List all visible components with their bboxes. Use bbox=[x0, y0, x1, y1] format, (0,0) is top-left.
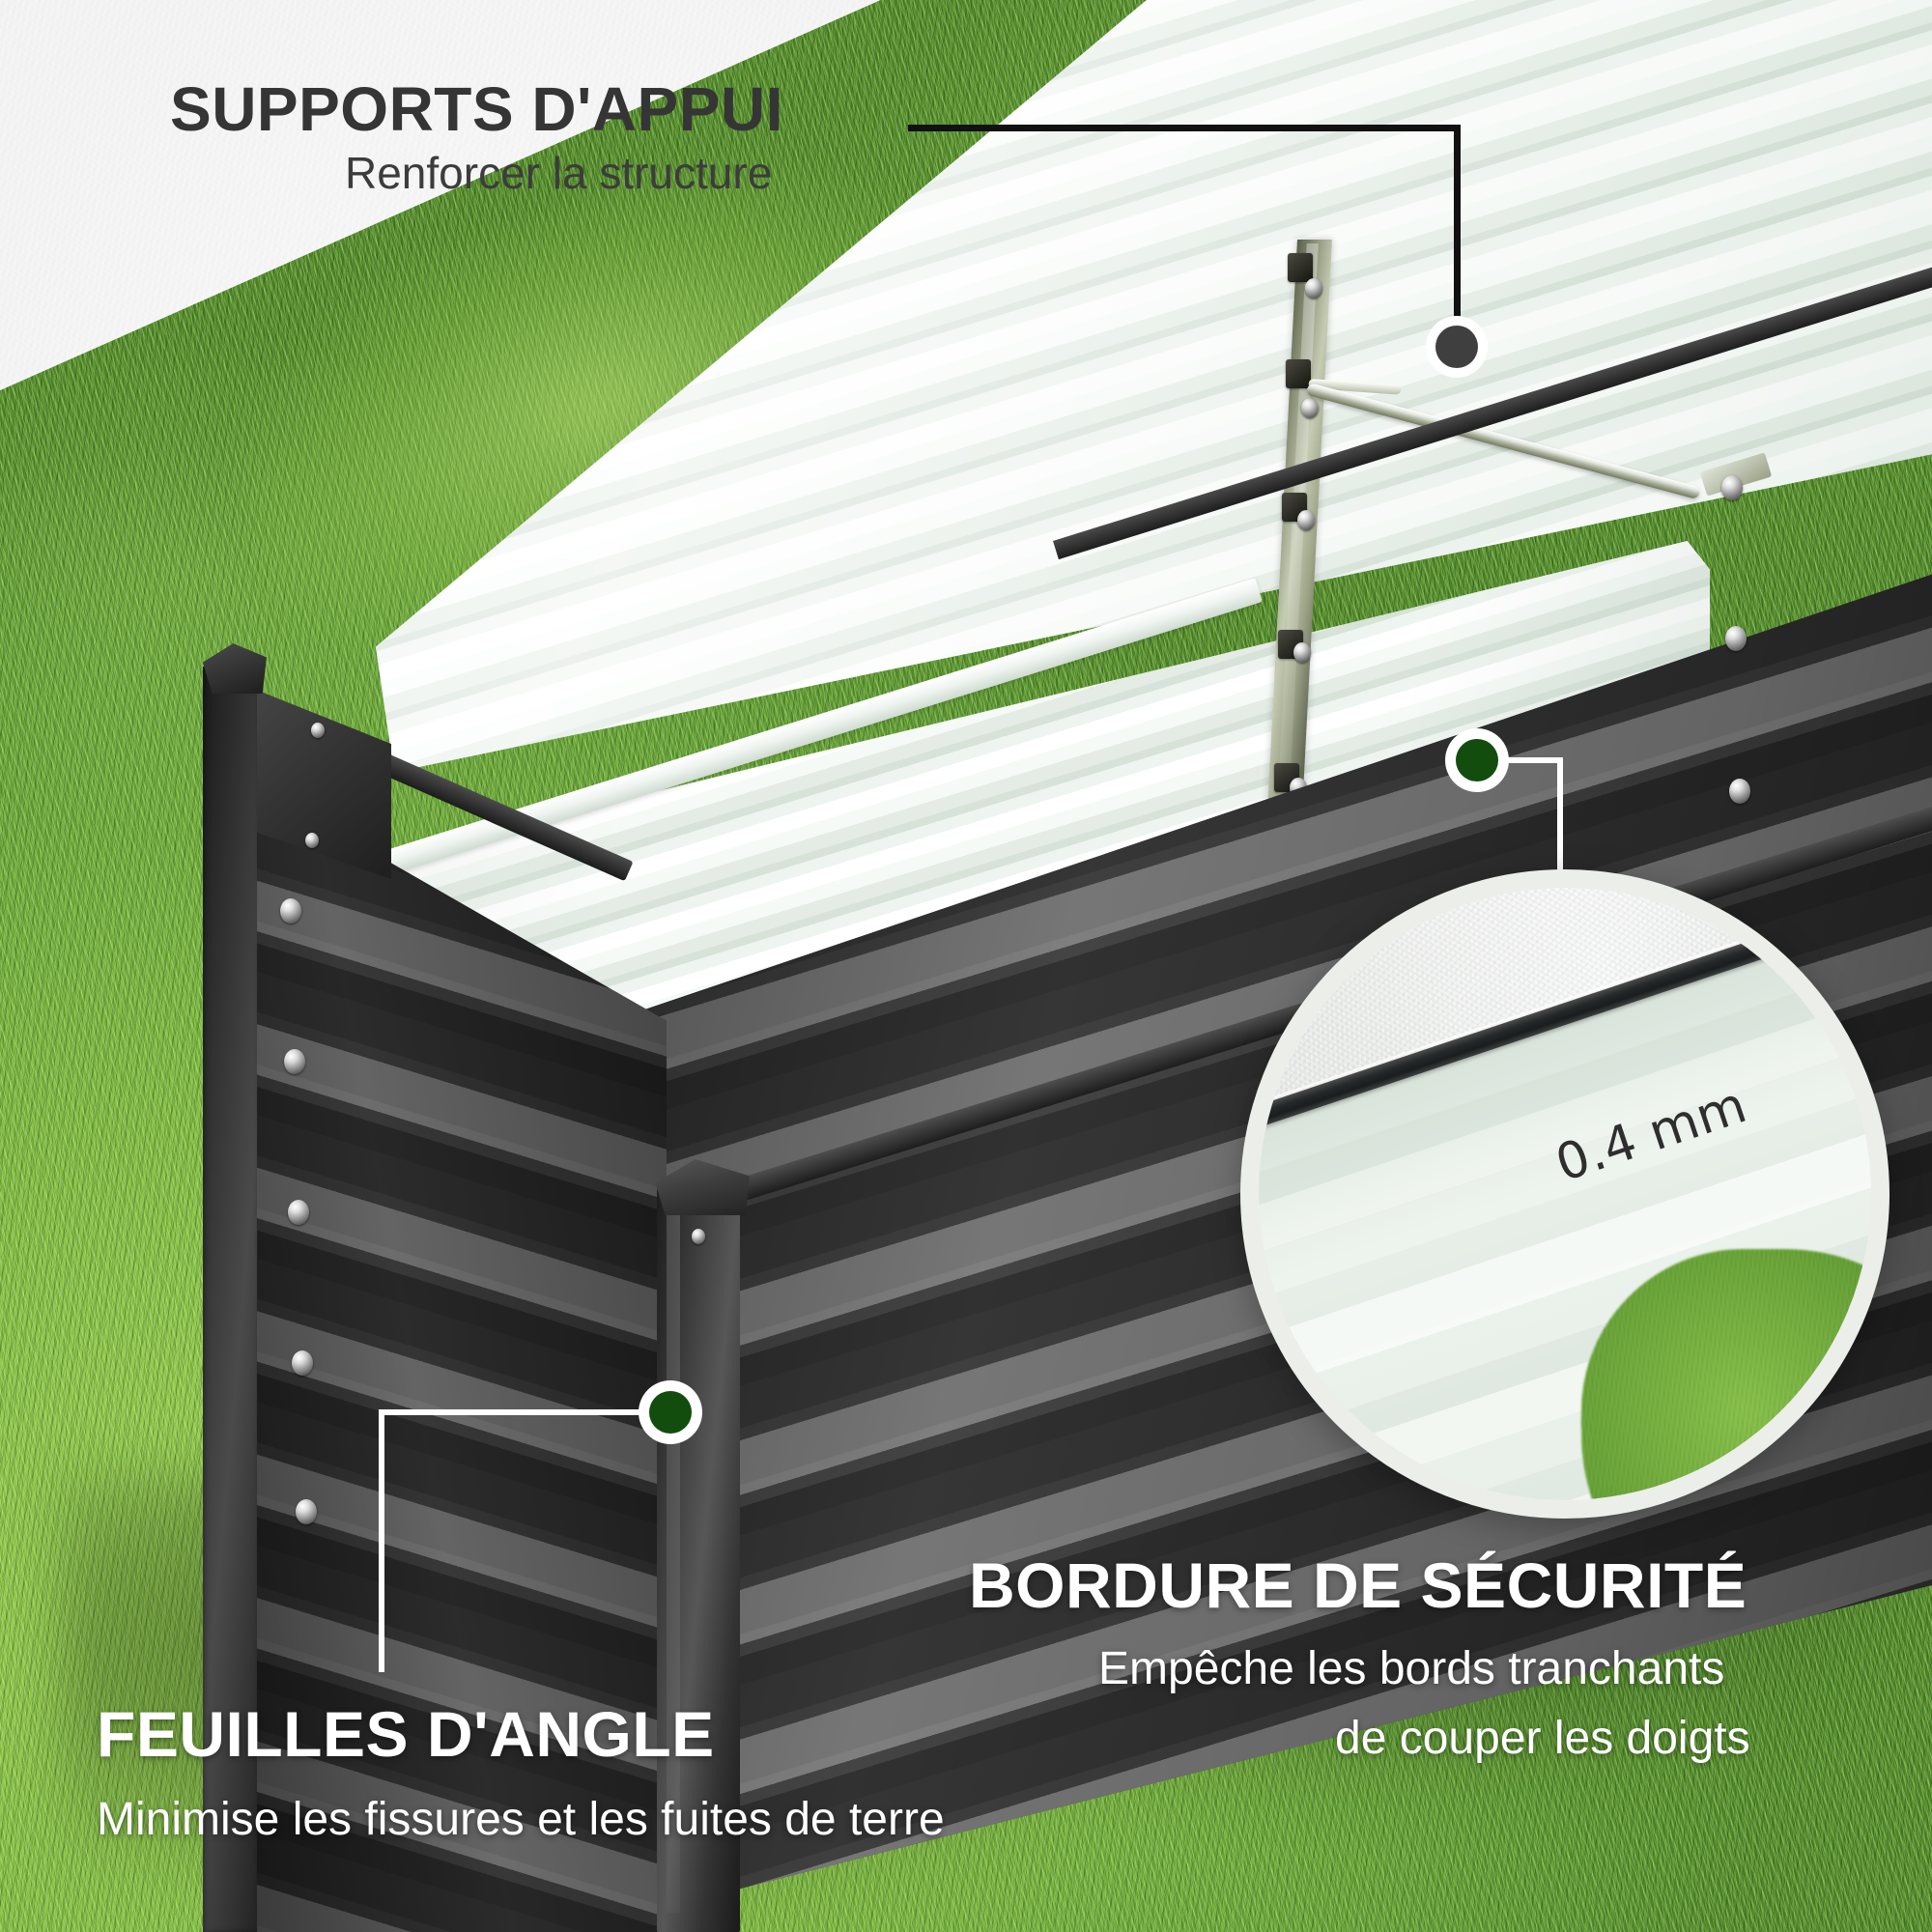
callout-title-feuilles: FEUILLES D'ANGLE bbox=[97, 1698, 715, 1770]
callout-subtitle-bordure-line2: de couper les doigts bbox=[1335, 1713, 1750, 1764]
callout-dot-feuilles[interactable] bbox=[639, 1380, 702, 1444]
callout-subtitle-supports: Renforcer la structure bbox=[345, 148, 773, 198]
wall-screw-r3 bbox=[1729, 779, 1750, 804]
wall-screw-r1 bbox=[1721, 475, 1743, 500]
bracket-screw-4 bbox=[1293, 642, 1311, 663]
callout-dot-supports[interactable] bbox=[1426, 316, 1488, 378]
corner-leaf-screw-2 bbox=[305, 833, 319, 848]
corner-leaf-screw-1 bbox=[311, 723, 325, 738]
wall-screw-l5 bbox=[296, 1499, 317, 1524]
wall-screw-r2 bbox=[1725, 626, 1747, 651]
support-bracket-clip-2 bbox=[1286, 359, 1311, 388]
leader-line-bordure-vertical bbox=[1557, 757, 1563, 898]
callout-title-supports: SUPPORTS D'APPUI bbox=[170, 74, 783, 144]
magnifier-inner-view: 0.4 mm bbox=[1259, 888, 1871, 1500]
leader-line-supports-vertical bbox=[1454, 125, 1461, 345]
bracket-screw-2 bbox=[1301, 398, 1319, 418]
wall-screw-l2 bbox=[284, 1049, 305, 1074]
callout-title-bordure: BORDURE DE SÉCURITÉ bbox=[969, 1549, 1747, 1621]
corner-post-screw-1 bbox=[692, 1229, 705, 1244]
corner-post-middle bbox=[657, 1188, 740, 1932]
magnifier-detail-circle: 0.4 mm bbox=[1240, 869, 1889, 1519]
leader-line-feuilles-horizontal bbox=[379, 1409, 668, 1415]
callout-dot-bordure[interactable] bbox=[1445, 728, 1509, 792]
corner-post-left bbox=[203, 667, 257, 1932]
leader-line-supports-horizontal bbox=[908, 125, 1461, 131]
wall-screw-l1 bbox=[280, 898, 301, 923]
leader-line-feuilles-vertical bbox=[379, 1409, 384, 1672]
bracket-screw-1 bbox=[1305, 278, 1322, 298]
support-bracket-clip-1 bbox=[1288, 253, 1313, 282]
wall-screw-l3 bbox=[288, 1200, 309, 1225]
callout-subtitle-feuilles: Minimise les fissures et les fuites de t… bbox=[97, 1794, 945, 1845]
callout-subtitle-bordure-line1: Empêche les bords tranchants bbox=[1098, 1643, 1725, 1694]
bracket-screw-3 bbox=[1297, 510, 1315, 530]
wall-screw-l4 bbox=[292, 1350, 313, 1376]
leader-line-bordure-horizontal bbox=[1488, 757, 1563, 763]
